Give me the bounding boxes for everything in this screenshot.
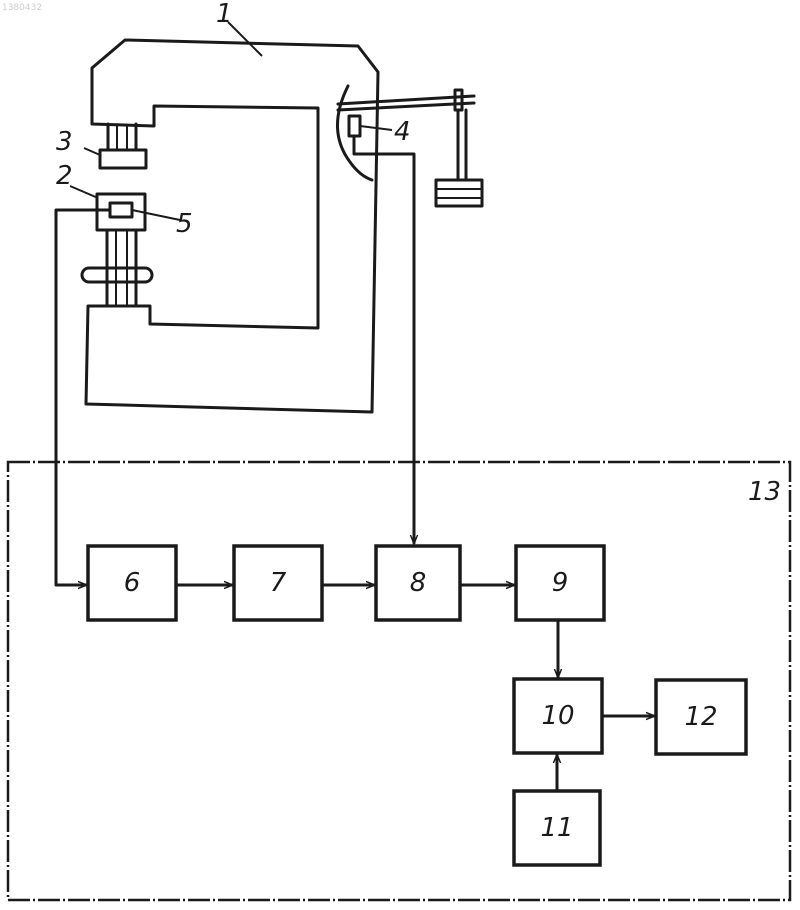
force-sensor xyxy=(110,203,132,217)
block-label: 6 xyxy=(124,568,141,598)
wire-force-sensor xyxy=(56,210,110,585)
label-sample-holder: 2 xyxy=(56,161,73,191)
label-control-unit: 13 xyxy=(748,477,781,507)
press-frame xyxy=(86,40,378,412)
wire-displacement-sensor xyxy=(354,136,414,543)
block-label: 12 xyxy=(684,702,717,732)
header-mark: 1380432 xyxy=(2,3,42,13)
label-force-sensor: 5 xyxy=(176,209,193,239)
press-machine: 1 2 3 4 5 xyxy=(56,0,482,412)
label-indenter: 3 xyxy=(56,127,73,157)
block-label: 7 xyxy=(270,568,287,598)
label-frame: 1 xyxy=(216,0,233,29)
block-label: 11 xyxy=(540,813,573,843)
indenter xyxy=(100,124,146,168)
block-label: 10 xyxy=(541,701,574,731)
block-label: 8 xyxy=(410,568,427,598)
label-displacement-sensor: 4 xyxy=(394,117,411,147)
displacement-sensor xyxy=(349,116,360,136)
block-label: 9 xyxy=(552,568,569,598)
